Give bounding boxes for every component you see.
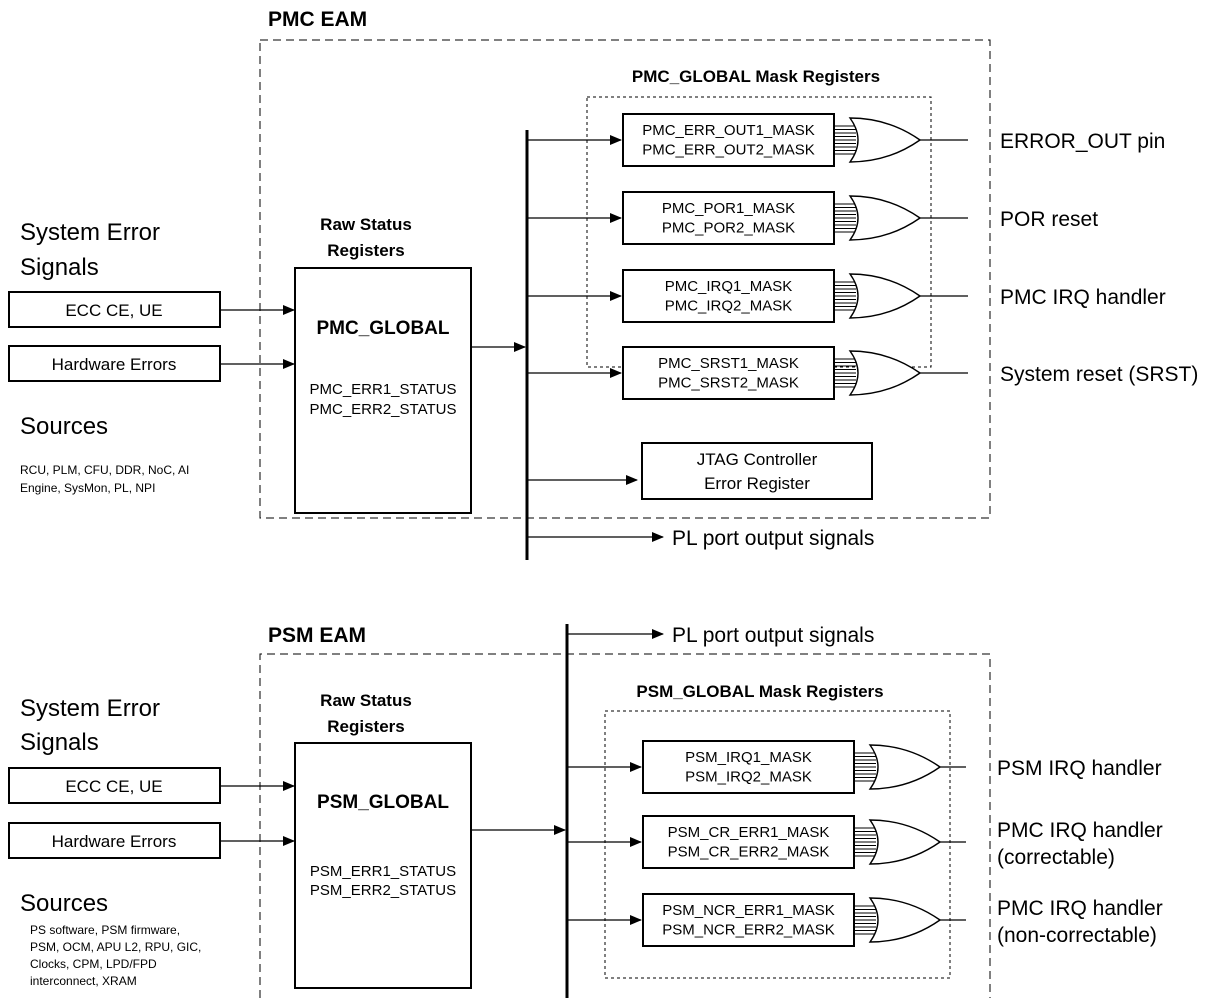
pmc-mask-box-3 <box>622 269 835 323</box>
psm-output-label-3-1: PMC IRQ handler <box>997 897 1163 920</box>
psm-err1-status: PSM_ERR1_STATUS <box>310 863 456 880</box>
psm-mask-box-1 <box>642 740 855 794</box>
pmc-raw-status-title-line1: Raw Status <box>320 215 412 234</box>
pmc-mask-box-1 <box>622 113 835 167</box>
psm-input-ecc-label: ECC CE, UE <box>65 777 162 796</box>
pmc-mask-rows: PMC_ERR_OUT1_MASK PMC_ERR_OUT2_MASK ERROR_… <box>527 113 1198 400</box>
pmc-output-label-4: System reset (SRST) <box>1000 363 1198 386</box>
psm-or-gate-1 <box>868 744 942 790</box>
pmc-mask-reg-3-a: PMC_IRQ1_MASK <box>665 278 793 295</box>
psm-mask-reg-2-b: PSM_CR_ERR2_MASK <box>668 844 830 861</box>
pmc-input-hw-box <box>8 345 221 382</box>
pmc-output-label-1: ERROR_OUT pin <box>1000 130 1165 153</box>
pmc-mask-reg-2-a: PMC_POR1_MASK <box>662 200 795 217</box>
pmc-system-error-signals-line2: Signals <box>20 254 99 281</box>
psm-sources-line1: PS software, PSM firmware, <box>30 923 180 937</box>
psm-global-name: PSM_GLOBAL <box>317 792 449 813</box>
psm-output-label-2-2: (correctable) <box>997 846 1115 869</box>
psm-sources-line4: interconnect, XRAM <box>30 974 137 988</box>
pmc-mask-reg-1-a: PMC_ERR_OUT1_MASK <box>642 122 815 139</box>
pmc-or-gate-4 <box>848 350 922 396</box>
pmc-mask-reg-4-a: PMC_SRST1_MASK <box>658 355 799 372</box>
psm-mask-reg-1-a: PSM_IRQ1_MASK <box>685 749 812 766</box>
psm-mask-reg-3-b: PSM_NCR_ERR2_MASK <box>662 922 835 939</box>
psm-input-ecc-box <box>8 767 221 804</box>
pmc-global-box <box>294 267 472 514</box>
pmc-eam-boundary <box>259 39 991 519</box>
psm-mask-reg-3-a: PSM_NCR_ERR1_MASK <box>662 902 835 919</box>
psm-global-box <box>294 742 472 989</box>
psm-system-error-signals-line1: System Error <box>20 695 160 722</box>
psm-or-gate-3 <box>868 897 942 943</box>
pmc-system-error-signals-line1: System Error <box>20 219 160 246</box>
pmc-mask-reg-2-b: PMC_POR2_MASK <box>662 220 795 237</box>
pmc-jtag-line1: JTAG Controller <box>697 450 818 469</box>
pmc-global-name: PMC_GLOBAL <box>317 318 450 339</box>
pmc-mask-group-title: PMC_GLOBAL Mask Registers <box>632 67 880 86</box>
psm-sources-line3: Clocks, CPM, LPD/FPD <box>30 957 157 971</box>
pmc-output-label-2: POR reset <box>1000 208 1098 231</box>
psm-mask-reg-1-b: PSM_IRQ2_MASK <box>685 769 812 786</box>
pmc-mask-reg-1-b: PMC_ERR_OUT2_MASK <box>642 142 815 159</box>
pmc-or-gate-3 <box>848 273 922 319</box>
psm-system-error-signals-line2: Signals <box>20 729 99 756</box>
pmc-output-label-3: PMC IRQ handler <box>1000 286 1166 309</box>
pmc-pl-port-label: PL port output signals <box>672 527 874 550</box>
psm-eam-section: PSM EAM System Error Signals ECC CE, UE … <box>8 624 1163 998</box>
psm-input-hw-label: Hardware Errors <box>52 832 177 851</box>
psm-eam-boundary <box>259 653 991 998</box>
pmc-mask-reg-4-b: PMC_SRST2_MASK <box>658 375 799 392</box>
pmc-err2-status: PMC_ERR2_STATUS <box>310 401 457 418</box>
pmc-sources-line2: Engine, SysMon, PL, NPI <box>20 481 155 495</box>
psm-mask-group-title: PSM_GLOBAL Mask Registers <box>636 682 883 701</box>
pmc-eam-section: PMC EAM System Error Signals ECC CE, UE … <box>8 8 1198 560</box>
pmc-err1-status: PMC_ERR1_STATUS <box>310 381 457 398</box>
pmc-input-ecc-label: ECC CE, UE <box>65 301 162 320</box>
psm-or-gate-2 <box>868 819 942 865</box>
psm-pl-port-label: PL port output signals <box>672 624 874 647</box>
pmc-or-gate-2 <box>848 195 922 241</box>
psm-output-label-1: PSM IRQ handler <box>997 757 1162 780</box>
psm-output-label-3-2: (non-correctable) <box>997 924 1157 947</box>
psm-mask-reg-2-a: PSM_CR_ERR1_MASK <box>668 824 830 841</box>
psm-mask-box-2 <box>642 815 855 869</box>
pmc-mask-reg-3-b: PMC_IRQ2_MASK <box>665 298 793 315</box>
pmc-mask-box-4 <box>622 346 835 400</box>
pmc-jtag-line2: Error Register <box>704 474 810 493</box>
psm-sources-line2: PSM, OCM, APU L2, RPU, GIC, <box>30 940 201 954</box>
pmc-sources-line1: RCU, PLM, CFU, DDR, NoC, AI <box>20 463 189 477</box>
psm-input-hw-box <box>8 822 221 859</box>
psm-err2-status: PSM_ERR2_STATUS <box>310 882 456 899</box>
psm-mask-rows: PSM_IRQ1_MASK PSM_IRQ2_MASK PSM IRQ handle… <box>567 740 1163 947</box>
pmc-or-gate-1 <box>848 117 922 163</box>
psm-sources-label: Sources <box>20 890 108 917</box>
pmc-raw-status-title-line2: Registers <box>327 241 404 260</box>
pmc-input-hw-label: Hardware Errors <box>52 355 177 374</box>
psm-raw-status-title-line1: Raw Status <box>320 691 412 710</box>
psm-eam-title: PSM EAM <box>268 624 366 647</box>
pmc-sources-label: Sources <box>20 413 108 440</box>
pmc-input-ecc-box <box>8 291 221 328</box>
psm-output-label-2-1: PMC IRQ handler <box>997 819 1163 842</box>
psm-raw-status-title-line2: Registers <box>327 717 404 736</box>
pmc-jtag-box <box>641 442 873 500</box>
pmc-eam-title: PMC EAM <box>268 8 367 31</box>
